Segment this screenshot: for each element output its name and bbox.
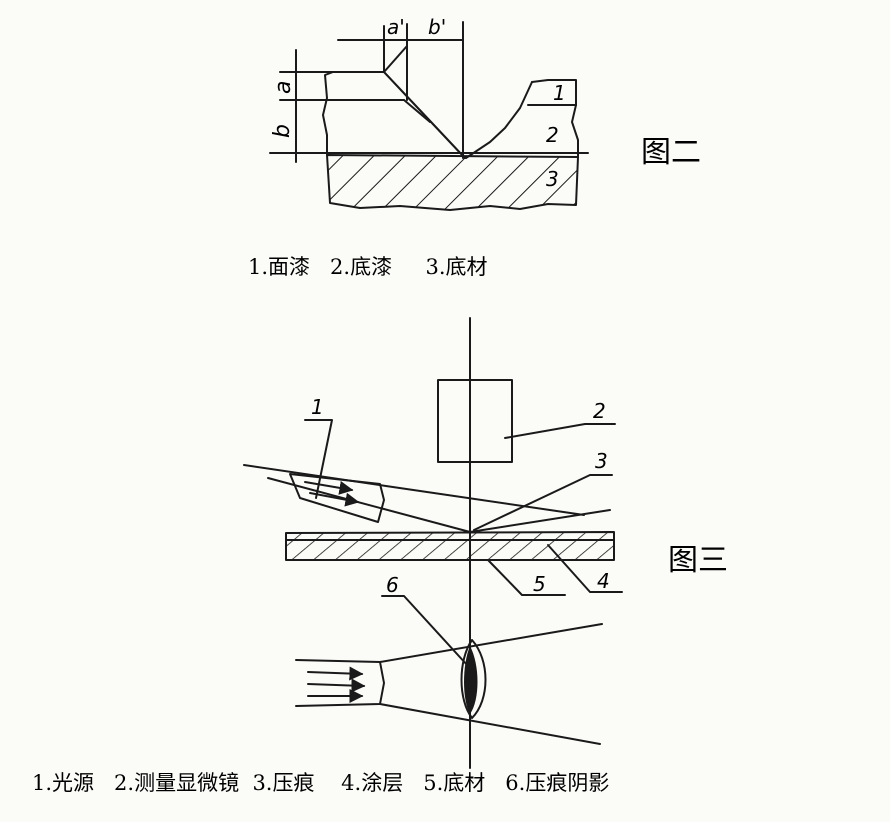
diagonal-helper — [383, 45, 408, 73]
lens-outline — [460, 639, 487, 719]
dim-a-label: a — [271, 81, 296, 94]
dim-b-label: b — [270, 124, 295, 138]
reflected-beam — [469, 509, 611, 533]
callout-4-leader — [547, 544, 623, 593]
beam-tube — [295, 659, 385, 707]
coating-left-outline — [322, 71, 466, 159]
substrate-layer — [326, 154, 579, 211]
beam-arrow-1 — [307, 666, 364, 681]
callout-6-label: 6 — [386, 573, 399, 597]
beam-arrow-2 — [307, 678, 366, 693]
callout-3-leader — [473, 474, 613, 531]
figure-3-caption: 1.光源 2.测量显微镜 3.压痕 4.涂层 5.底材 6.压痕阴影 — [32, 771, 609, 795]
diagonal-helper-2 — [403, 99, 431, 123]
dim-aprime-label: a' — [387, 15, 405, 39]
callout-3-label: 3 — [595, 449, 608, 473]
light-arrow-2 — [309, 492, 360, 507]
figure-3-title: 图三 — [668, 543, 728, 578]
layer-3-label: 3 — [546, 167, 559, 191]
figure-2-caption: 1.面漆 2.底漆 3.底材 — [248, 255, 488, 279]
callout-5-leader — [487, 559, 566, 596]
figure-2-title: 图二 — [641, 135, 701, 170]
callout-4-label: 4 — [597, 569, 610, 593]
figure-2 — [269, 21, 589, 211]
indentation-shadow — [464, 646, 478, 714]
callout-2-leader — [504, 423, 616, 439]
callout-6-leader — [381, 595, 469, 667]
light-beam-lower — [267, 477, 471, 533]
light-source-body — [289, 473, 385, 523]
layer-2-label: 2 — [546, 123, 559, 147]
layer-1-label: 1 — [553, 81, 566, 105]
callout-1-label: 1 — [311, 395, 324, 419]
measuring-microscope — [437, 379, 513, 463]
light-arrow-1 — [304, 480, 354, 495]
callout-2-label: 2 — [593, 399, 606, 423]
beam-cone-lower — [379, 703, 601, 745]
beam-cone-upper — [379, 623, 603, 663]
figure-3 — [243, 317, 623, 769]
callout-1-leader — [304, 419, 333, 499]
coating-plate — [285, 531, 615, 561]
light-beam-upper — [243, 464, 585, 516]
dim-bprime-label: b' — [428, 15, 446, 39]
callout-5-label: 5 — [533, 572, 546, 596]
